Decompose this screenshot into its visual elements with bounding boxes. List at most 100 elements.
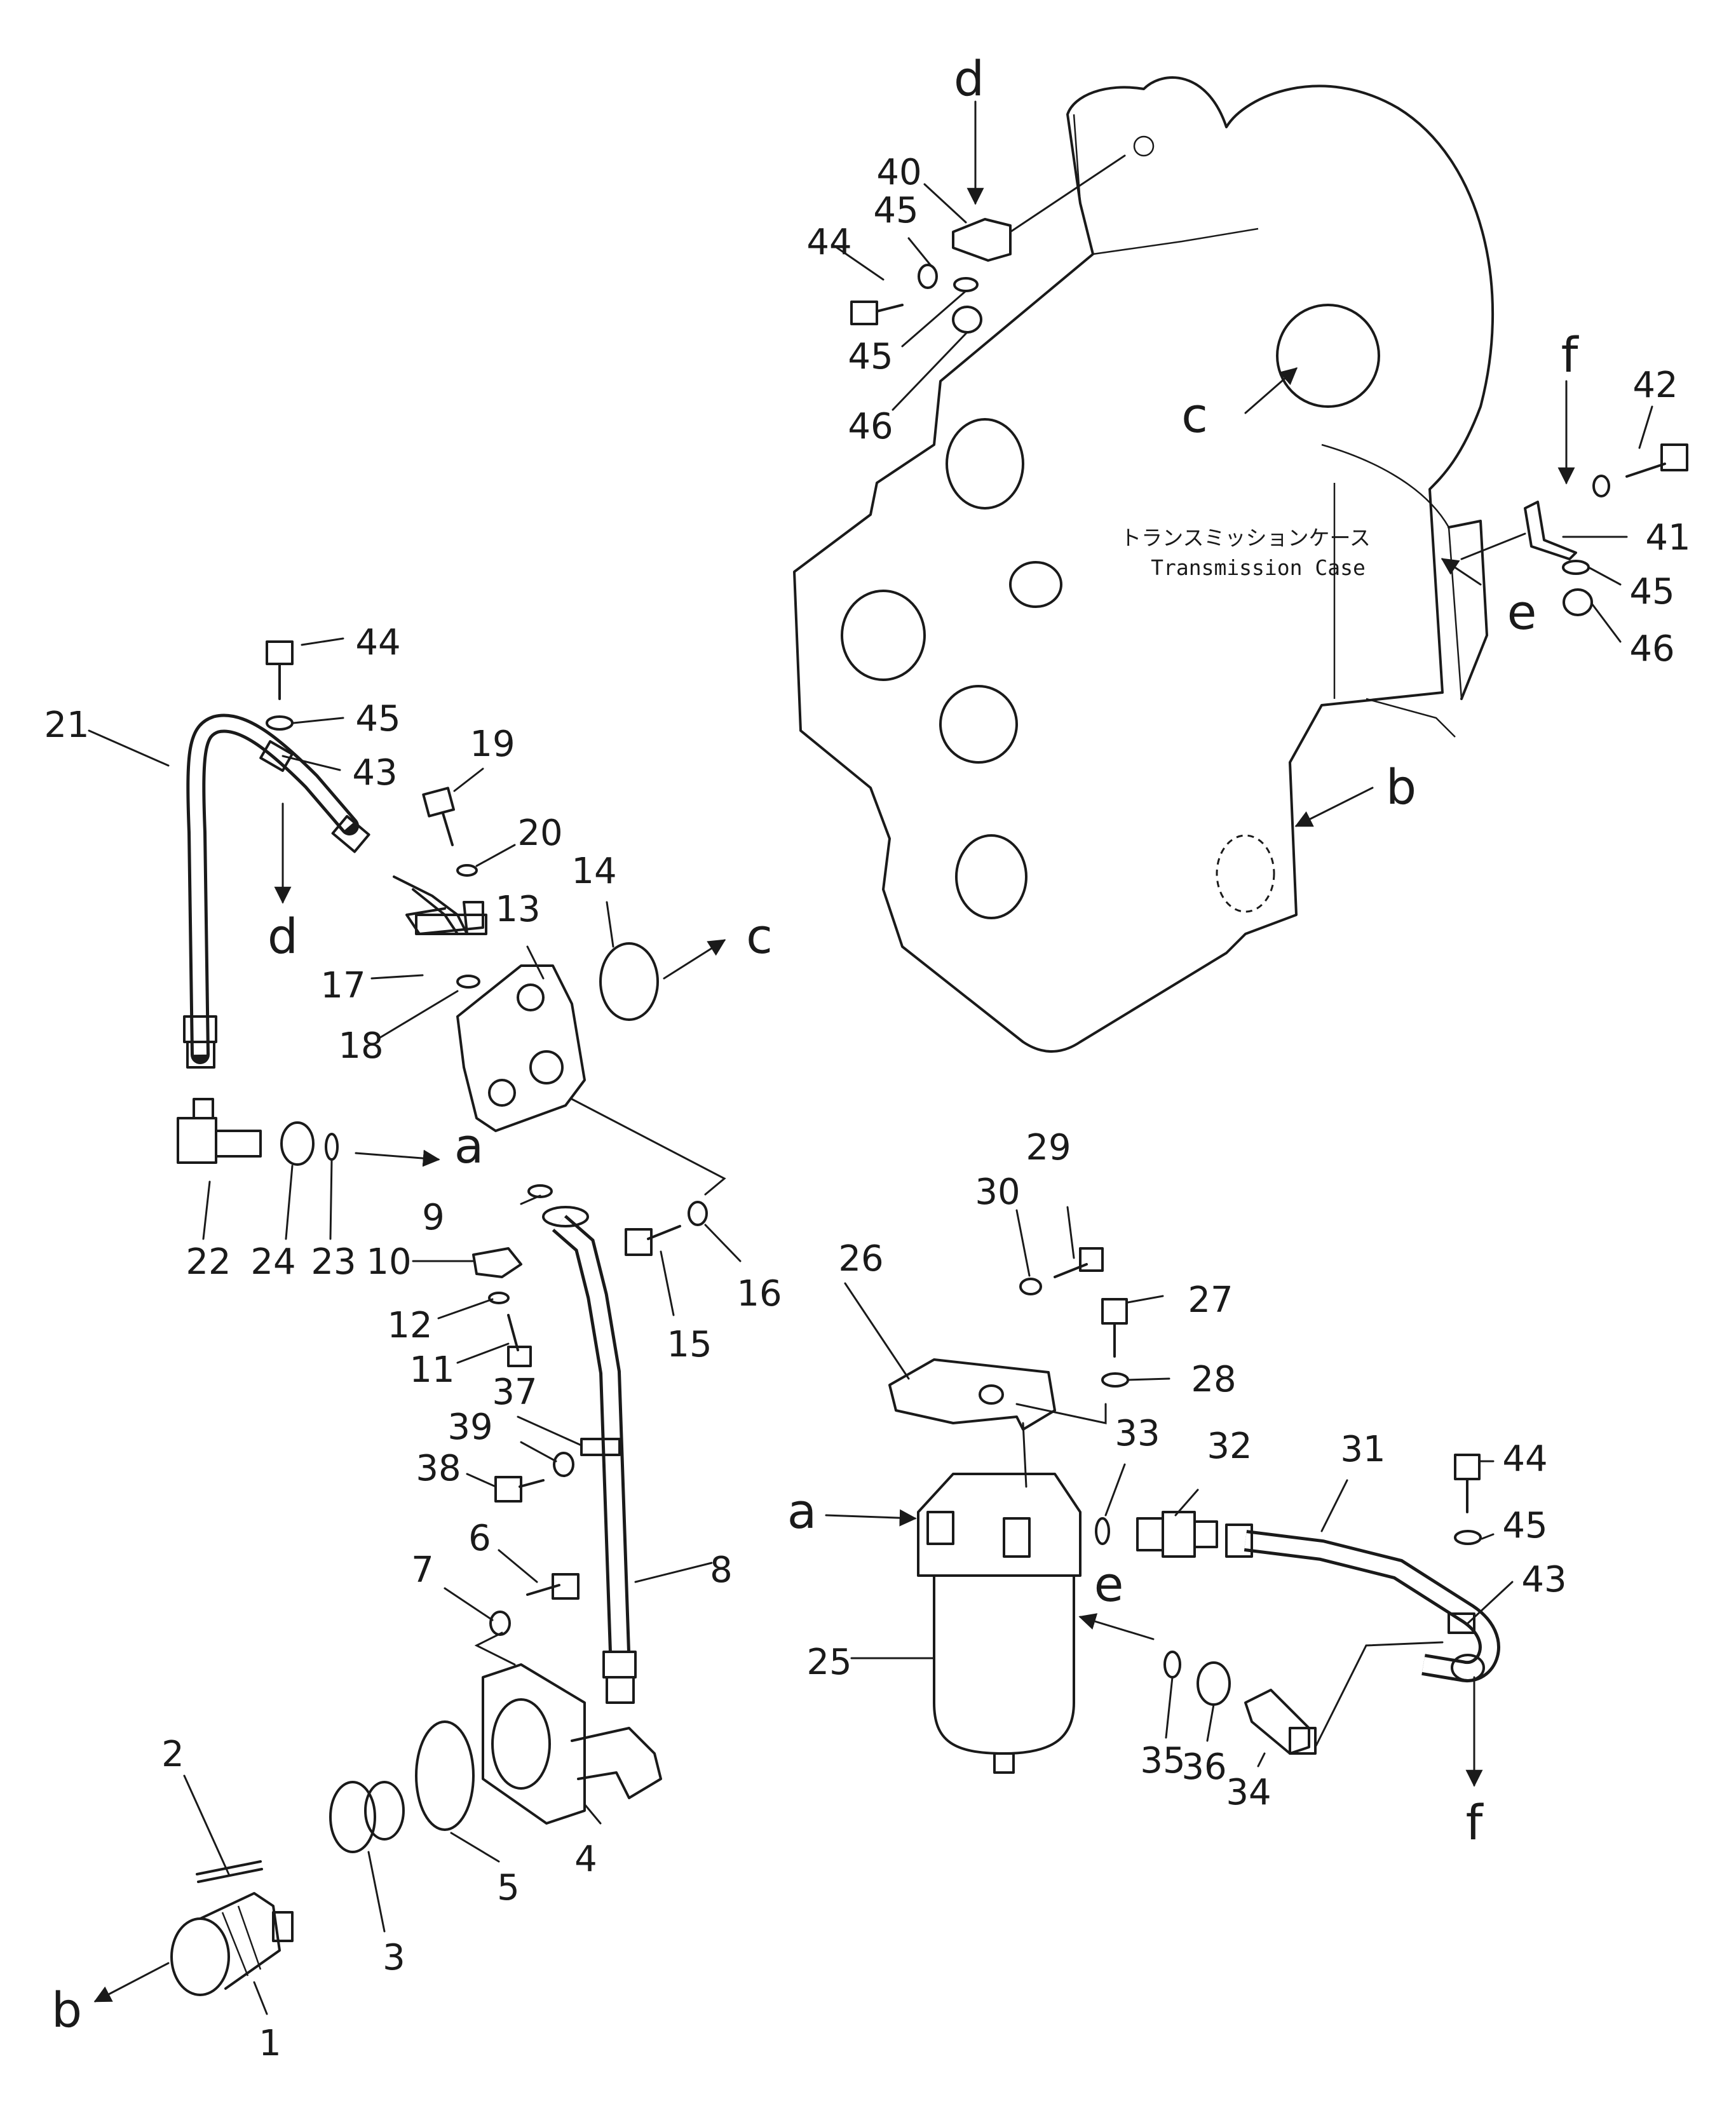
part-43-clip-upper	[259, 740, 294, 772]
part-1-strainer	[170, 1892, 294, 1996]
callout-18: 18	[338, 1025, 383, 1067]
callout-24: 24	[250, 1241, 295, 1283]
callout-41: 41	[1645, 517, 1690, 558]
callout-9: 9	[422, 1197, 445, 1238]
letter-b-strainer: b	[51, 1982, 82, 2038]
part-32-fitting	[1136, 1511, 1218, 1558]
callout-10: 10	[366, 1241, 411, 1283]
callout-2: 2	[161, 1734, 184, 1775]
letter-c-case: c	[1181, 387, 1208, 443]
letter-c-pump: c	[746, 908, 773, 964]
part-45-washer-upper-a	[918, 264, 938, 289]
callout-22: 22	[186, 1241, 231, 1283]
callout-44-upper-right: 44	[806, 222, 851, 263]
part-10-flange	[472, 1247, 522, 1278]
part-18-oring	[456, 975, 480, 989]
part-4-strainer-case	[482, 1663, 662, 1825]
callout-21: 21	[44, 705, 89, 746]
part-45-washer-upper-b	[953, 277, 979, 292]
part-7-washer	[489, 1611, 511, 1636]
callout-45-top-a: 45	[873, 190, 918, 231]
part-37-clip	[580, 1438, 621, 1456]
part-35-oring	[1163, 1651, 1181, 1679]
part-23-oring	[325, 1133, 339, 1161]
callout-8: 8	[710, 1550, 733, 1591]
part-6-bolt	[526, 1573, 580, 1600]
callout-37: 37	[492, 1372, 537, 1413]
part-45-washer-right-a	[1592, 475, 1610, 497]
part-45-washer-upper-left	[266, 715, 294, 731]
part-38-bolt	[494, 1476, 545, 1503]
part-20-oring	[456, 864, 478, 877]
callout-23: 23	[311, 1241, 356, 1283]
part-24-nut	[280, 1121, 315, 1166]
callout-45-right: 45	[1629, 571, 1674, 612]
callout-32: 32	[1207, 1426, 1252, 1467]
letter-e-case: e	[1507, 584, 1537, 640]
callout-44-upper-left: 44	[355, 622, 400, 663]
callout-16: 16	[736, 1273, 782, 1314]
part-42-bolt	[1625, 443, 1688, 478]
part-28-washer	[1101, 1372, 1129, 1388]
callout-17: 17	[320, 965, 365, 1006]
letter-a-pump: a	[454, 1118, 484, 1174]
callout-46-right: 46	[1629, 628, 1674, 670]
callout-20: 20	[517, 813, 562, 854]
part-16-washer	[688, 1201, 708, 1226]
part-31-hose	[1225, 1523, 1500, 1683]
part-22-elbow-fitting	[177, 1098, 262, 1164]
letter-f-hose: f	[1466, 1794, 1484, 1851]
callout-38: 38	[416, 1448, 461, 1489]
part-26-bracket	[888, 1358, 1056, 1431]
callout-45-lower: 45	[1502, 1505, 1547, 1546]
callout-13: 13	[495, 889, 540, 930]
letter-e-filter: e	[1094, 1556, 1124, 1612]
callout-26: 26	[838, 1238, 883, 1280]
callout-7: 7	[411, 1550, 434, 1591]
callout-43-lower: 43	[1521, 1559, 1566, 1600]
connection-arrows	[93, 100, 1575, 2003]
part-40-bracket	[952, 218, 1012, 262]
callout-35: 35	[1140, 1740, 1185, 1781]
callout-27: 27	[1188, 1280, 1233, 1321]
part-27-bolt	[1101, 1298, 1128, 1358]
letter-f-case: f	[1561, 327, 1580, 383]
part-46-nut-right	[1563, 588, 1593, 616]
part-33-oring	[1095, 1517, 1110, 1545]
part-39-washer	[553, 1452, 574, 1477]
part-44-bolt-upper-right	[850, 301, 904, 325]
part-44-bolt-lower	[1454, 1454, 1481, 1513]
callout-1: 1	[259, 2023, 281, 2064]
callout-46-top: 46	[848, 406, 893, 447]
callout-11: 11	[409, 1349, 454, 1391]
part-3-snap-rings	[329, 1781, 405, 1853]
callout-28: 28	[1191, 1359, 1236, 1400]
callout-25: 25	[806, 1642, 851, 1683]
part-13-pump	[456, 964, 586, 1132]
part-36-nut	[1197, 1661, 1231, 1706]
callout-39: 39	[447, 1407, 492, 1448]
callout-31: 31	[1340, 1429, 1385, 1470]
callout-12: 12	[387, 1305, 432, 1346]
callout-45-top-b: 45	[848, 336, 893, 377]
part-41-bracket	[1524, 501, 1577, 560]
part-9-oring	[527, 1184, 553, 1198]
callout-34: 34	[1226, 1772, 1271, 1813]
callout-15: 15	[667, 1324, 712, 1365]
callout-33: 33	[1115, 1413, 1160, 1454]
part-2-pin	[196, 1860, 263, 1883]
callout-3: 3	[383, 1937, 405, 1978]
part-44-bolt-upper-left	[266, 640, 294, 700]
callout-30: 30	[975, 1172, 1020, 1213]
part-19-bolt	[422, 787, 455, 846]
callout-6: 6	[468, 1518, 491, 1559]
part-34-elbow	[1244, 1689, 1317, 1755]
connection-letter-labels: a a b b c c d d e e f f	[51, 50, 1580, 2038]
part-29-bolt	[1054, 1247, 1104, 1278]
part-25-filter	[917, 1473, 1082, 1774]
callout-45-upper-left: 45	[355, 698, 400, 740]
part-17-elbow	[393, 875, 487, 935]
callout-40: 40	[876, 152, 921, 193]
callout-43-upper: 43	[352, 752, 397, 794]
